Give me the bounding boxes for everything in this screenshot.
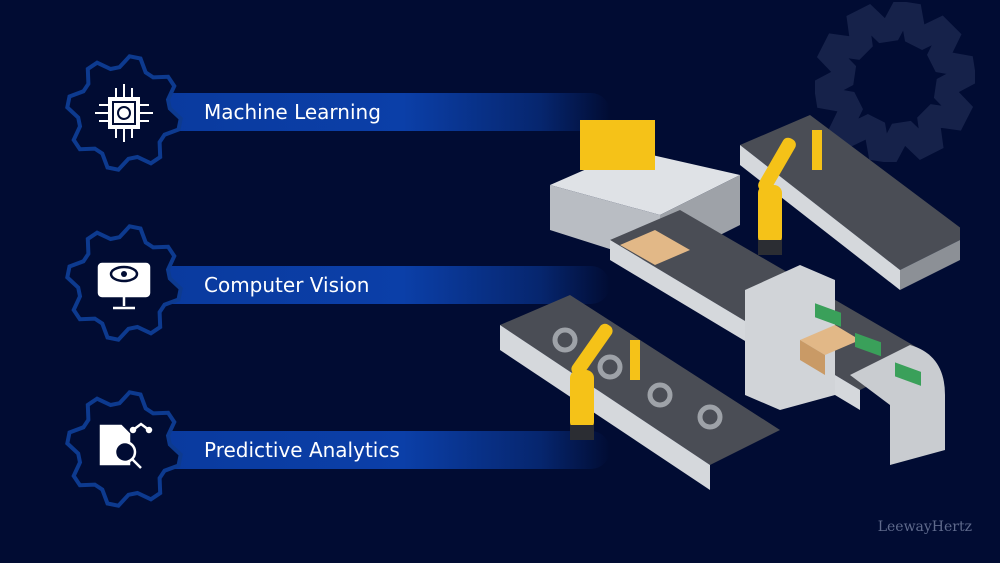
brand-watermark: LeewayHertz [877, 519, 972, 535]
brain-chip-icon [95, 84, 153, 142]
gear-outline-icon [65, 54, 183, 172]
eye-monitor-icon [97, 262, 151, 310]
feature-label: Machine Learning [204, 100, 381, 124]
feature-label: Predictive Analytics [204, 438, 400, 462]
ribbon [150, 266, 610, 304]
robot-arm [758, 130, 822, 255]
background-gear-icon [815, 2, 975, 162]
ribbon [150, 431, 610, 469]
feature-label: Computer Vision [204, 273, 370, 297]
gear-outline-icon [65, 390, 183, 508]
conveyor-robot-arms-illustration [500, 115, 960, 490]
gear-outline-icon [65, 224, 183, 342]
robot-gantry [580, 120, 655, 170]
document-search-icon [99, 422, 153, 469]
conveyor-belt [740, 115, 960, 270]
ribbon [150, 93, 610, 131]
robot-arm [570, 323, 640, 440]
